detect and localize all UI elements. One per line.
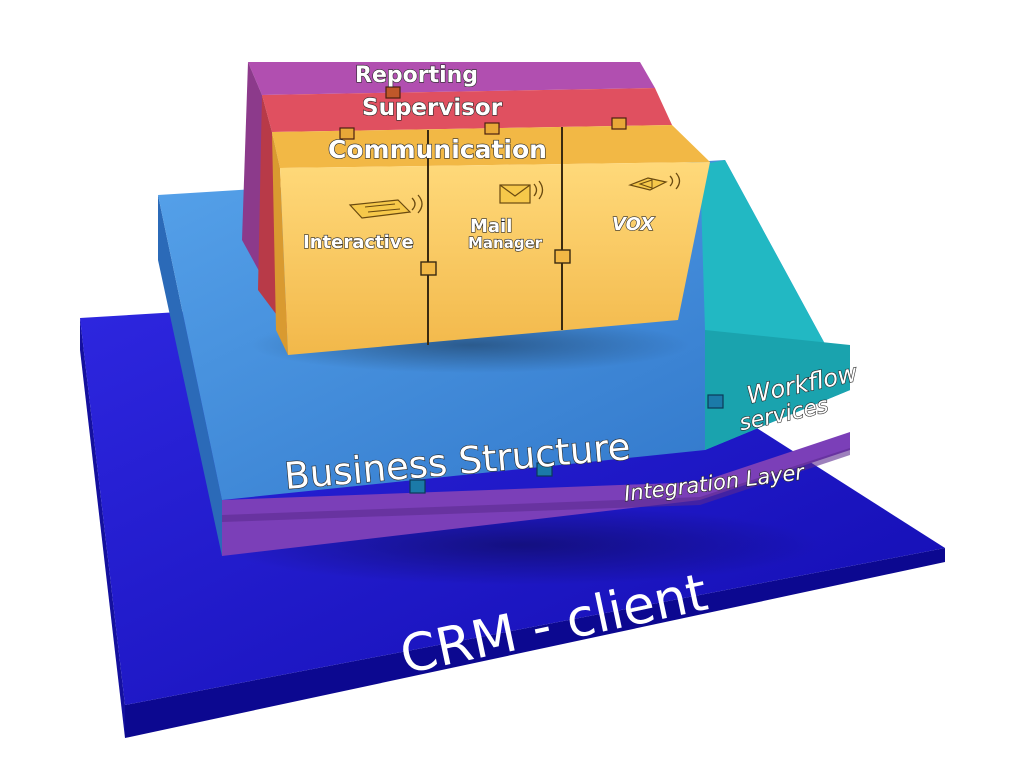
connector-square: [339, 127, 355, 140]
connector-square: [409, 479, 426, 494]
communication-label: Communication: [328, 135, 547, 164]
crm-slab-left: [80, 318, 125, 738]
integration-layer-edge: [222, 448, 850, 522]
reporting-label: Reporting: [355, 63, 478, 88]
mail-manager-label-line2: Manager: [468, 234, 543, 252]
connector-square: [611, 117, 627, 130]
interactive-module-label: Interactive: [303, 232, 414, 253]
supervisor-label: Supervisor: [362, 95, 503, 121]
workflow-services-shade: [705, 330, 850, 450]
connector-square: [385, 86, 401, 99]
connector-square: [536, 462, 553, 477]
communication-left-face: [272, 132, 288, 355]
vox-module-label: VOX: [612, 214, 655, 235]
mail-manager-label-line1: Mail: [470, 216, 512, 237]
connector-square: [554, 249, 571, 264]
top-block: Reporting Supervisor Communication Inter…: [242, 62, 710, 355]
middle-block-left-side: [158, 195, 222, 556]
connector-square: [707, 394, 724, 409]
keyboard-icon: [348, 194, 423, 219]
supervisor-layer-top: [262, 88, 672, 132]
integration-layer-band: [222, 432, 850, 556]
speaker-icon: [628, 172, 681, 191]
envelope-icon: [499, 180, 544, 204]
connector-square: [420, 261, 437, 276]
communication-layer-top: [272, 125, 710, 168]
reporting-layer-top: [248, 62, 655, 95]
crm-slab-side: [125, 548, 945, 738]
connector-square: [484, 122, 500, 135]
